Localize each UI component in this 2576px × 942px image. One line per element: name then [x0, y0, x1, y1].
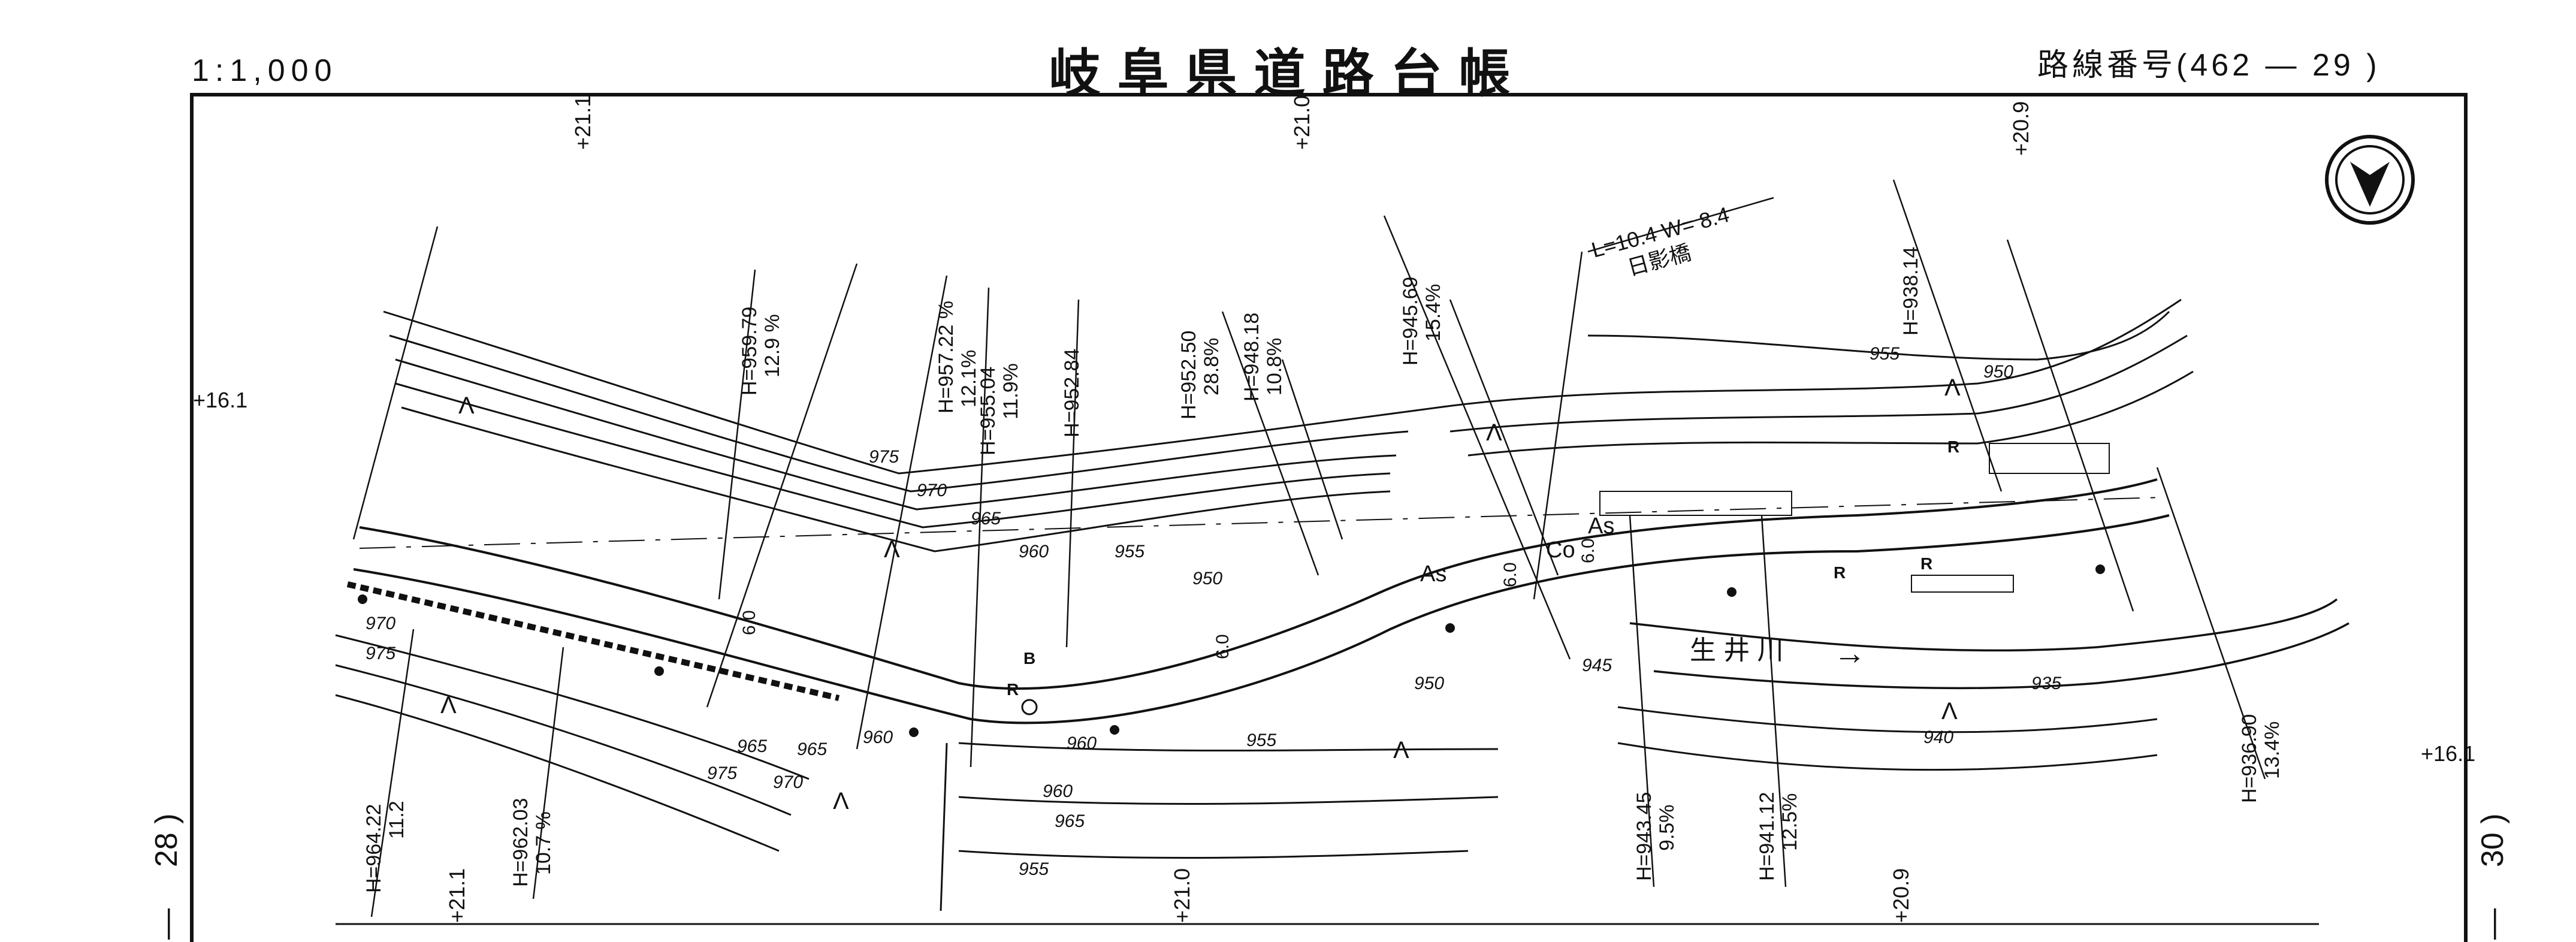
- slope-mark: Λ: [440, 692, 457, 718]
- station-grade: 12.1%: [958, 350, 980, 407]
- station-elevation: H=955.04: [977, 367, 999, 455]
- contour-label: 955: [1870, 344, 1899, 364]
- grid-mark: +21.0: [1170, 868, 1194, 923]
- road-width: 6.0: [1578, 538, 1598, 563]
- contours-upper: [383, 298, 2194, 552]
- small-label: R: [1920, 554, 1932, 573]
- benchmark-icon: [1021, 699, 1038, 715]
- station-elevation: H=936.90: [2238, 714, 2261, 803]
- contour-label: 975: [366, 644, 395, 663]
- contour-label: 975: [869, 447, 899, 467]
- small-label: R: [1834, 563, 1846, 582]
- station-elevation: H=962.03: [509, 798, 532, 887]
- slope-mark: Λ: [1393, 737, 1409, 763]
- contour-label: 955: [1019, 859, 1049, 879]
- small-label: R: [1007, 680, 1019, 699]
- contour-label: 950: [1414, 674, 1444, 693]
- river-name: 生 井 川: [1690, 636, 1783, 665]
- contour-label: 965: [971, 509, 1001, 529]
- station-grade: 15.4%: [1422, 284, 1445, 342]
- slope-mark: Λ: [1486, 419, 1502, 446]
- map-frame: [190, 93, 2468, 942]
- contour-label: 960: [863, 727, 893, 747]
- station-grade: 13.4%: [2261, 721, 2284, 779]
- station-grade: 9.5%: [1656, 805, 1678, 852]
- grid-mark: +20.9: [1889, 868, 1913, 923]
- survey-points: [358, 564, 2105, 737]
- survey-lines: [352, 179, 2266, 917]
- station-grade: 12.9 %: [761, 314, 784, 378]
- slope-mark: Λ: [833, 788, 849, 814]
- north-arrow-icon: [2325, 135, 2415, 225]
- contour-label: 970: [773, 772, 803, 792]
- station-elevation: H=945.69: [1399, 277, 1422, 366]
- small-label: B: [1023, 649, 1035, 668]
- station-elevation: H=952.50: [1177, 331, 1200, 419]
- road-width: 6.0: [1500, 562, 1520, 587]
- surface-label: As: [1588, 514, 1614, 539]
- grid-mark: +21.0: [1289, 95, 1314, 150]
- contour-label: 945: [1582, 656, 1612, 675]
- station-elevation: H=964.22: [363, 804, 385, 893]
- contour-label: 940: [1923, 727, 1953, 747]
- contour-label: 970: [366, 614, 395, 633]
- slope-mark: Λ: [1944, 375, 1961, 401]
- station-grade: 10.8%: [1263, 338, 1286, 395]
- road-edges: [353, 478, 2170, 724]
- surface-label: As: [1420, 561, 1446, 587]
- contours-lower: [335, 634, 2158, 911]
- contour-label: 975: [707, 763, 737, 783]
- station-grade: 11.9%: [999, 363, 1022, 419]
- station-elevation: H=957.22 %: [935, 301, 958, 413]
- grid-mark: +16.1: [193, 388, 247, 412]
- station-elevation: H=943.45: [1633, 792, 1656, 881]
- station-grade: 12.5%: [1778, 793, 1801, 851]
- slope-mark: Λ: [1941, 698, 1958, 724]
- grid-mark: +21.1: [445, 868, 469, 923]
- contour-label: 960: [1067, 733, 1097, 753]
- station-elevation: H=948.18: [1240, 313, 1263, 401]
- grid-mark: +20.9: [2009, 101, 2033, 156]
- map-scale: 1:1,000: [192, 53, 338, 88]
- river-arrow: →: [1834, 635, 1866, 671]
- guardrail: [346, 581, 840, 701]
- contour-label: 960: [1043, 781, 1073, 801]
- contour-label: 965: [737, 736, 767, 756]
- grid-mark: +21.1: [570, 95, 595, 150]
- station-grade: 10.7 %: [532, 811, 555, 875]
- river-banks: [1629, 598, 2349, 690]
- contour-label: 950: [1192, 569, 1222, 588]
- contour-label: 935: [2031, 674, 2061, 693]
- station-elevation: H=959.79: [738, 307, 761, 395]
- contour-label: 970: [917, 481, 947, 500]
- contour-label: 960: [1019, 542, 1049, 561]
- station-elevation: H=941.12: [1756, 792, 1778, 881]
- station-grade: 11.2: [385, 801, 408, 839]
- station-elevation: H=952.84: [1061, 349, 1083, 437]
- contour-label: 955: [1246, 730, 1276, 750]
- contour-label: 950: [1983, 362, 2013, 382]
- retaining-walls: [1599, 443, 2110, 593]
- slope-mark: Λ: [884, 536, 900, 563]
- contour-label: 965: [1055, 811, 1085, 831]
- route-number: 路線番号(462 — 29 ): [2037, 48, 2381, 83]
- surface-label: Co: [1546, 538, 1575, 563]
- slope-mark: Λ: [458, 393, 475, 419]
- road-centerline: [359, 497, 2164, 549]
- grid-mark: +16.1: [2421, 741, 2475, 766]
- contour-label: 965: [797, 739, 827, 759]
- contour-label: 955: [1115, 542, 1144, 561]
- station-elevation: H=938.14: [1899, 247, 1922, 336]
- station-grade: 28.8%: [1200, 338, 1223, 395]
- road-width: 6.0: [739, 610, 759, 635]
- small-label: R: [1947, 437, 1959, 456]
- road-width: 6.0: [1213, 634, 1233, 659]
